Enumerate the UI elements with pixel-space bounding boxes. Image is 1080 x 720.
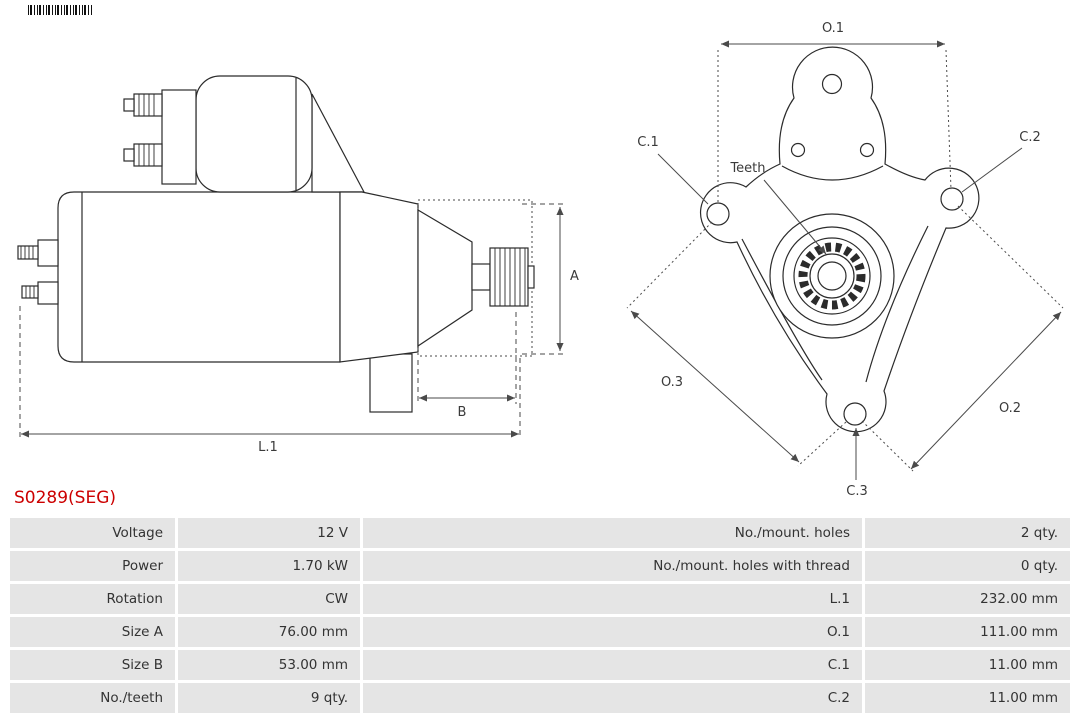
dim-label-c2: C.2 bbox=[1019, 130, 1040, 145]
dim-label-o1: O.1 bbox=[822, 21, 844, 36]
solenoid bbox=[195, 75, 313, 193]
mount-hole-c3 bbox=[843, 402, 867, 426]
spec-label: Voltage bbox=[10, 518, 175, 548]
spec-value: 1.70 kW bbox=[178, 551, 360, 581]
spec-value: 2 qty. bbox=[865, 518, 1070, 548]
pinion-gear bbox=[489, 247, 535, 307]
spec-value: 11.00 mm bbox=[865, 683, 1070, 713]
bell-housing bbox=[339, 191, 419, 363]
mount-hole-c1 bbox=[706, 202, 730, 226]
mount-hole-c2 bbox=[940, 187, 964, 211]
dim-label-a: A bbox=[570, 269, 579, 284]
spec-value: 53.00 mm bbox=[178, 650, 360, 680]
motor-body bbox=[57, 191, 341, 363]
part-number: S0289(SEG) bbox=[14, 488, 117, 508]
terminal-studs-left bbox=[17, 239, 59, 305]
spline-bore bbox=[769, 213, 895, 339]
technical-drawing: A B L.1 bbox=[17, 21, 1064, 499]
spec-label: Power bbox=[10, 551, 175, 581]
spec-value: CW bbox=[178, 584, 360, 614]
front-view: O.1 C.1 C.2 Teeth C.3 O.3 O.2 bbox=[626, 21, 1064, 499]
spec-label: No./teeth bbox=[10, 683, 175, 713]
spec-label: C.2 bbox=[363, 683, 862, 713]
dim-label-o3: O.3 bbox=[661, 375, 683, 390]
dim-label-b: B bbox=[458, 405, 467, 420]
dim-label-o2: O.2 bbox=[999, 401, 1021, 416]
dim-label-c3: C.3 bbox=[846, 484, 867, 499]
spec-label: No./mount. holes bbox=[363, 518, 862, 548]
spec-value: 76.00 mm bbox=[178, 617, 360, 647]
spec-value: 232.00 mm bbox=[865, 584, 1070, 614]
spec-value: 12 V bbox=[178, 518, 360, 548]
dim-label-l1: L.1 bbox=[258, 440, 278, 455]
spec-table: Voltage 12 V No./mount. holes 2 qty. Pow… bbox=[10, 518, 1070, 713]
dim-label-c1: C.1 bbox=[637, 135, 658, 150]
barcode bbox=[28, 5, 92, 15]
side-view: A B L.1 bbox=[17, 75, 579, 455]
solenoid-terminals bbox=[123, 93, 163, 167]
spec-label: C.1 bbox=[363, 650, 862, 680]
spec-label: Size B bbox=[10, 650, 175, 680]
motor-foot bbox=[369, 353, 413, 413]
spec-value: 9 qty. bbox=[178, 683, 360, 713]
teeth-label: Teeth bbox=[729, 161, 765, 176]
spec-label: L.1 bbox=[363, 584, 862, 614]
spec-value: 11.00 mm bbox=[865, 650, 1070, 680]
spec-value: 111.00 mm bbox=[865, 617, 1070, 647]
spec-label: Size A bbox=[10, 617, 175, 647]
spec-label: Rotation bbox=[10, 584, 175, 614]
spec-label: No./mount. holes with thread bbox=[363, 551, 862, 581]
spec-value: 0 qty. bbox=[865, 551, 1070, 581]
spec-label: O.1 bbox=[363, 617, 862, 647]
